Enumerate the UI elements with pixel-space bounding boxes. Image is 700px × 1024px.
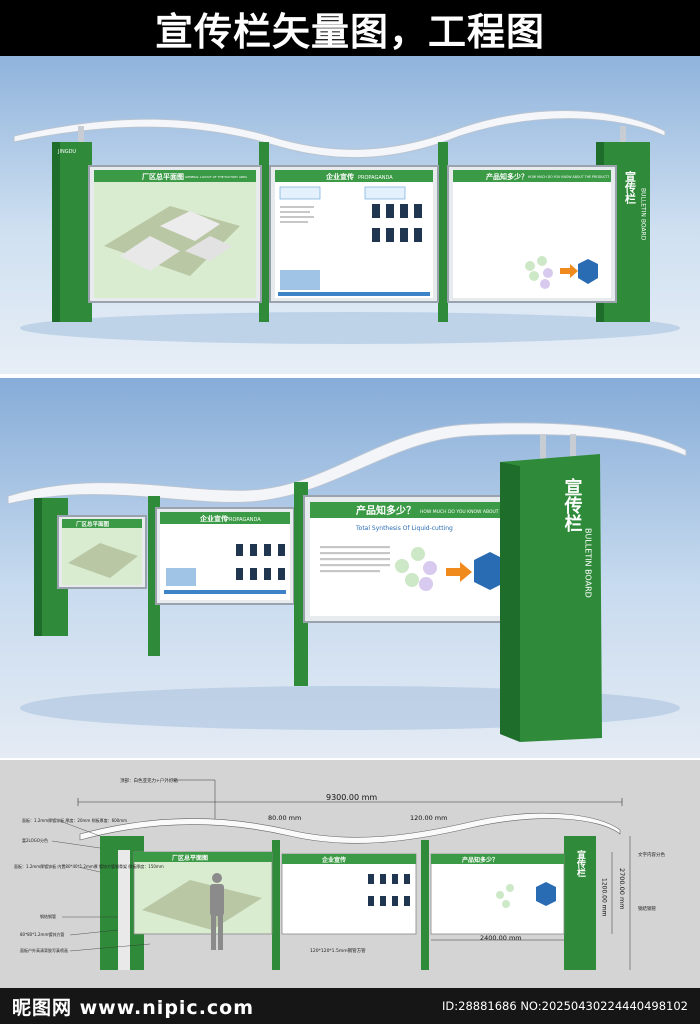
post-spec: 120*120*1.5mm钢管方管 xyxy=(310,947,366,954)
label-left-5: 80*80*1.2mm镀锌方管 xyxy=(20,931,64,937)
engineering-drawing-svg: 顶部：白色亚克力+户外灯箱 9300.00 mm 80.00 mm 120.00… xyxy=(14,777,665,970)
dim-upper-2: 120.00 mm xyxy=(410,814,447,822)
render-angle-svg: 厂区总平面图 企业宣传 PROPAGANDA 产品知多少？ HOW MUCH xyxy=(7,422,687,742)
label-left-6: 面板户外高清背胶写真喷画 xyxy=(20,947,68,953)
watermark-left: 昵图网 www.nipic.com xyxy=(12,996,255,1019)
board-right-subtitle2: Total Synthesis Of Liquid-cutting xyxy=(355,525,453,532)
brand-text-3: 宣传栏 xyxy=(575,849,587,878)
render-angle-panel: 厂区总平面图 企业宣传 PROPAGANDA 产品知多少？ HOW MUCH xyxy=(0,378,700,758)
dim-height-a: 1200.00 mm xyxy=(601,878,608,917)
label-left-3: 面板：1.2mm厚镀锌板 内置80*40*1.2mm厚 镀锌方管钢骨架 侧板厚度… xyxy=(14,863,164,869)
title-bar: 宣传栏矢量图，工程图 xyxy=(0,0,700,56)
dim-height-b: 2700.00 mm xyxy=(618,868,626,910)
board-middle-subtitle: PROPAGANDA xyxy=(358,175,393,181)
label-top: 顶部：白色亚克力+户外灯箱 xyxy=(120,777,178,784)
brand-en-2: BULLETIN BOARD xyxy=(584,528,593,598)
board-right-subtitle-2: HOW MUCH DO YOU KNOW ABOUT THE PRODUCT? xyxy=(420,509,535,515)
watermark-id: ID:28881686 NO:20250430224440498102 xyxy=(442,999,688,1013)
board-left-subtitle: GENERAL LAYOUT OF THE FACTORY AREA xyxy=(185,175,248,179)
label-left-4: 钢结钢管 xyxy=(40,913,56,919)
engineering-drawing-panel: 顶部：白色亚克力+户外灯箱 9300.00 mm 80.00 mm 120.00… xyxy=(0,760,700,988)
board-right-subtitle: HOW MUCH DO YOU KNOW ABOUT THE PRODUCT? xyxy=(528,175,610,179)
board-middle-title-2: 企业宣传 xyxy=(199,514,228,523)
board-right-title-2: 产品知多少？ xyxy=(356,504,416,517)
person-silhouette xyxy=(210,873,224,950)
small-logo-text: JINGDU xyxy=(57,149,76,155)
render-front-panel: JINGDU 宣传栏 BULLETIN BOARD 厂区总平面图 GENERAL… xyxy=(0,56,700,374)
board-left-title-3: 厂区总平面图 xyxy=(172,854,208,862)
brand-text-1: 宣传栏 xyxy=(624,170,638,205)
render-front-svg: JINGDU 宣传栏 BULLETIN BOARD 厂区总平面图 GENERAL… xyxy=(13,110,680,344)
watermark-footer: 昵图网 www.nipic.com ID:28881686 NO:2025043… xyxy=(0,988,700,1024)
brand-en-1: BULLETIN BOARD xyxy=(640,188,647,241)
label-right-2: 钢结钢管 xyxy=(638,905,656,912)
dim-total-width: 9300.00 mm xyxy=(326,793,377,802)
label-left-2: 富2LOGO分色 xyxy=(22,837,48,843)
dim-panel-width: 2400.00 mm xyxy=(480,934,522,942)
board-left-title: 厂区总平面图 xyxy=(142,172,184,181)
board-left-title-2: 厂区总平面图 xyxy=(76,520,110,528)
page-title: 宣传栏矢量图，工程图 xyxy=(154,9,545,54)
brand-text-2: 宣传栏 xyxy=(562,477,584,533)
board-middle-title: 企业宣传 xyxy=(325,172,354,181)
board-middle-subtitle-2: PROPAGANDA xyxy=(226,517,261,523)
label-left-1: 面板：1.2mm厚镀锌板 厚度：20mm 侧板厚度：600mm xyxy=(22,817,127,823)
dim-upper-1: 80.00 mm xyxy=(268,814,301,822)
board-right-title-3: 产品知多少？ xyxy=(462,856,498,864)
board-right-title: 产品知多少？ xyxy=(486,172,528,181)
label-right-1: 文字内容分色 xyxy=(638,851,665,858)
board-middle-title-3: 企业宣传 xyxy=(321,856,346,864)
